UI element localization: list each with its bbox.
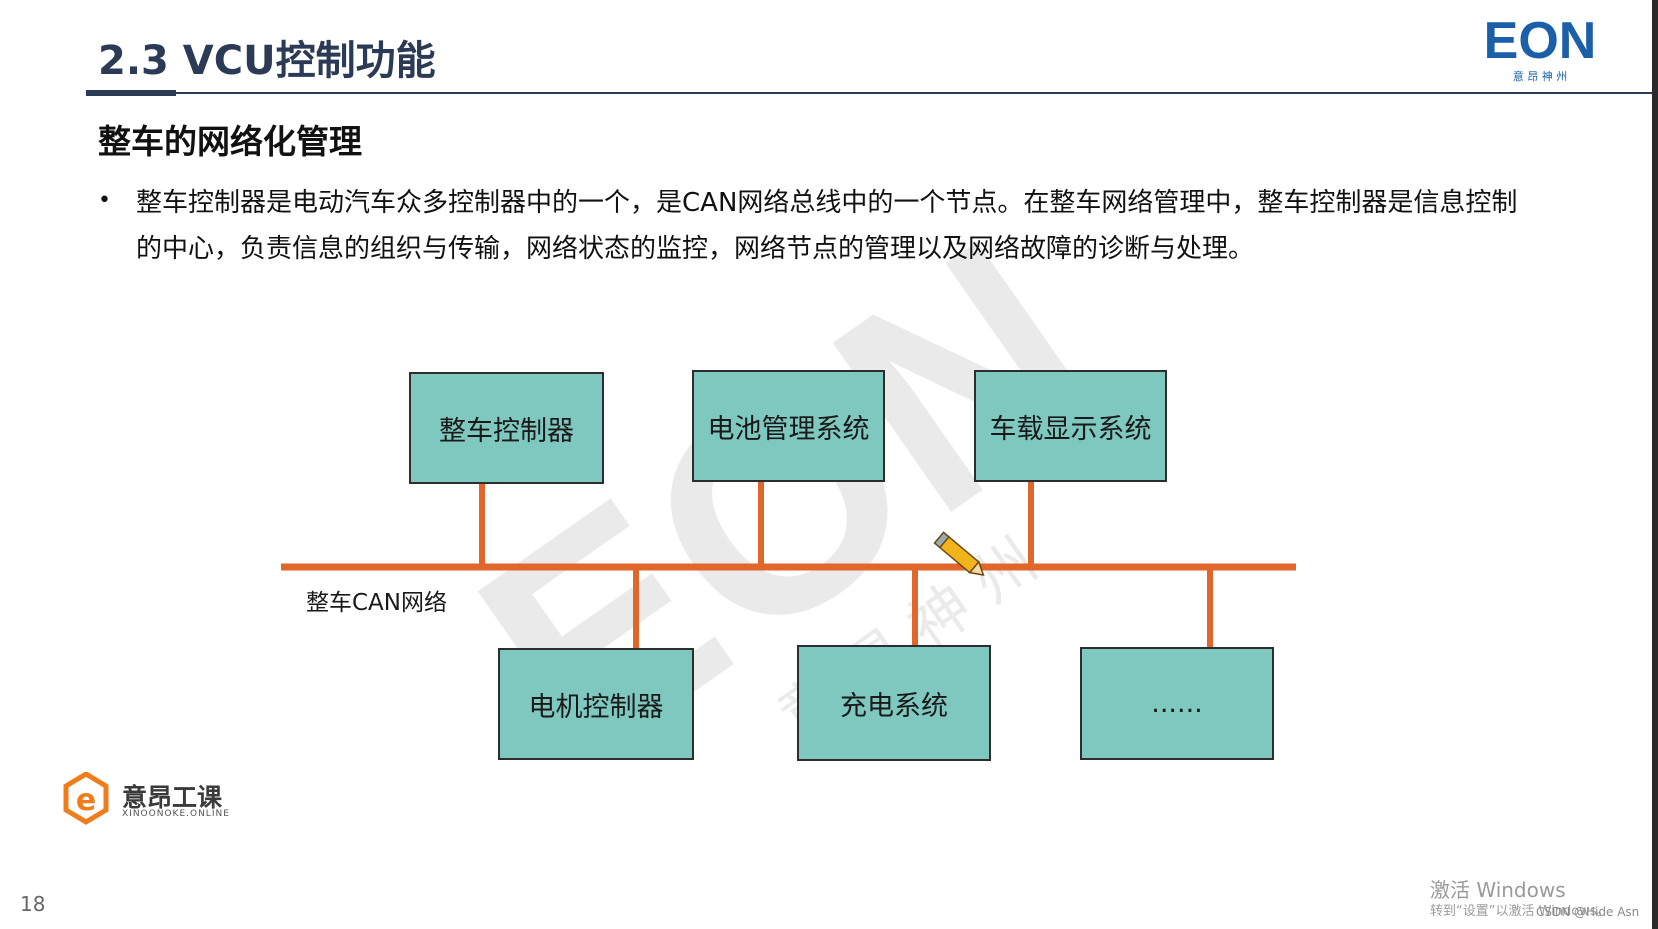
node-battery-management: 电池管理系统 xyxy=(692,370,885,482)
node-more: ...... xyxy=(1080,647,1274,760)
brand-logo-icon: e xyxy=(63,772,109,825)
bullet-dot: • xyxy=(98,188,111,213)
window-edge xyxy=(1652,0,1658,929)
node-vehicle-controller: 整车控制器 xyxy=(409,372,604,484)
title-divider xyxy=(86,92,1652,94)
title-divider-accent xyxy=(86,90,176,96)
node-charging-system: 充电系统 xyxy=(797,645,991,761)
can-bus-label: 整车CAN网络 xyxy=(306,590,447,616)
bullet-text: 整车控制器是电动汽车众多控制器中的一个，是CAN网络总线中的一个节点。在整车网络… xyxy=(136,188,1518,264)
windows-activation-hint: 转到“设置”以激活 Windows。 xyxy=(1430,904,1610,919)
node-onboard-display: 车载显示系统 xyxy=(974,370,1167,482)
svg-text:e: e xyxy=(76,783,96,818)
eon-logo-subtext: 意 昂 神 州 xyxy=(1513,69,1568,83)
csdn-watermark: CSDN @Hide Asn xyxy=(1536,905,1640,919)
pencil-cursor-icon xyxy=(933,531,985,576)
section-heading: 整车的网络化管理 xyxy=(98,122,362,161)
brand-url: XINOONOKE.ONLINE xyxy=(122,809,230,819)
eon-logo: EON 意 昂 神 州 xyxy=(1484,16,1597,83)
node-motor-controller: 电机控制器 xyxy=(498,648,694,760)
page-number: 18 xyxy=(20,892,46,916)
eon-logo-text: EON xyxy=(1484,16,1597,70)
slide-title: 2.3 VCU控制功能 xyxy=(98,38,436,84)
windows-activation-title: 激活 Windows xyxy=(1430,878,1566,902)
brand-name: 意昂工课 xyxy=(122,783,223,812)
